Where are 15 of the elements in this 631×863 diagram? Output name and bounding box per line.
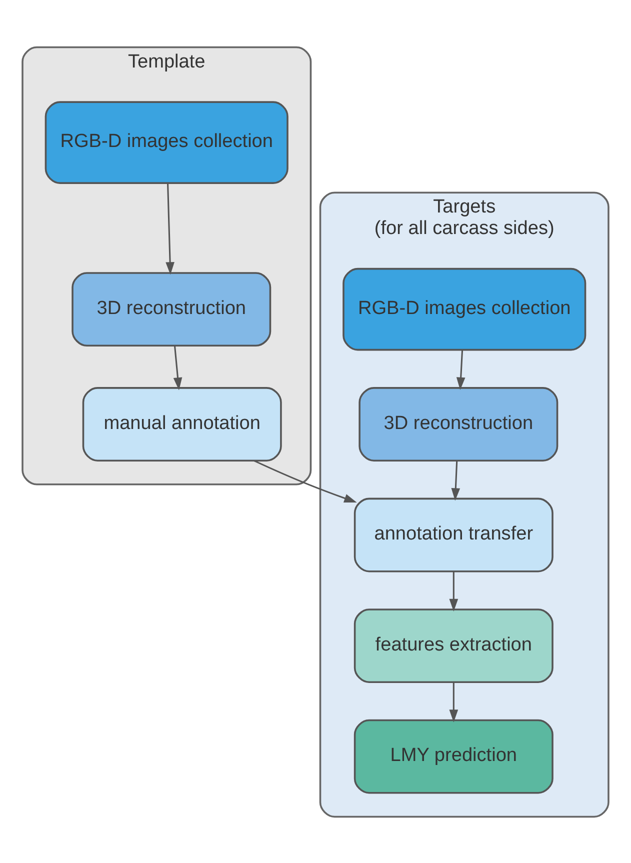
arrow xyxy=(449,682,458,722)
node-box: features extraction xyxy=(354,608,554,683)
node-box: manual annotation xyxy=(82,386,282,461)
node-box: RGB-D images collection xyxy=(44,100,288,184)
node-box: annotation transfer xyxy=(354,497,554,572)
arrow xyxy=(254,459,357,502)
arrow xyxy=(449,570,458,612)
arrow xyxy=(173,345,182,390)
node-box: RGB-D images collection xyxy=(342,267,586,350)
arrow xyxy=(456,349,466,390)
node-box: 3D reconstruction xyxy=(358,386,558,461)
arrow xyxy=(166,182,174,274)
arrow xyxy=(451,460,460,500)
node-box: LMY prediction xyxy=(354,718,554,794)
node-box: 3D reconstruction xyxy=(72,272,272,346)
